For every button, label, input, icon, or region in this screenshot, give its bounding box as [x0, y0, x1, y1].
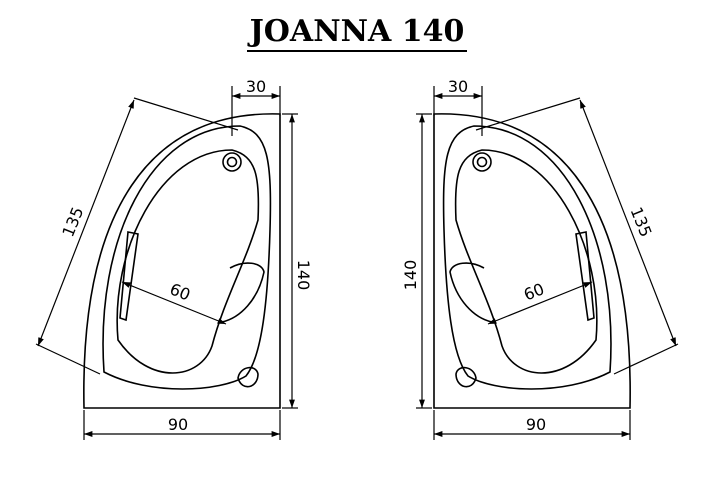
right-dim-height: 140: [401, 260, 420, 291]
right-dim-width: 90: [526, 415, 546, 434]
right-ledge: [449, 262, 493, 323]
left-headrest: [237, 366, 259, 388]
right-drain-outer: [472, 152, 492, 172]
right-rim: [442, 125, 612, 390]
left-rim: [102, 125, 272, 390]
right-dimensions: [416, 86, 679, 440]
left-outer-shell: [83, 113, 281, 409]
left-drain-inner: [226, 156, 238, 168]
right-outer-shell: [433, 113, 631, 409]
left-dimension-labels: 30 140 90 135 60: [58, 77, 313, 434]
right-dimension-labels: 30 140 90 135 60: [401, 77, 656, 434]
title-text: JOANNA 140: [246, 14, 468, 52]
left-dim-width: 90: [168, 415, 188, 434]
right-drain-inner: [476, 156, 488, 168]
right-headrest: [455, 366, 477, 388]
right-dim-inner: 60: [521, 279, 547, 304]
right-dim-diagonal: 135: [627, 204, 656, 239]
left-dim-top: 30: [246, 77, 266, 96]
left-dim-inner: 60: [167, 279, 193, 304]
left-dimensions: [35, 86, 298, 440]
right-dim-top: 30: [448, 77, 468, 96]
left-dim-diagonal: 135: [58, 204, 87, 239]
right-bathtub-view: [433, 113, 631, 409]
left-ledge: [221, 262, 265, 323]
right-basin: [454, 149, 598, 374]
left-drain-outer: [222, 152, 242, 172]
left-basin: [116, 149, 260, 374]
left-bathtub-view: [83, 113, 281, 409]
left-dim-height: 140: [294, 260, 313, 291]
diagram-title: JOANNA 140: [0, 14, 714, 52]
